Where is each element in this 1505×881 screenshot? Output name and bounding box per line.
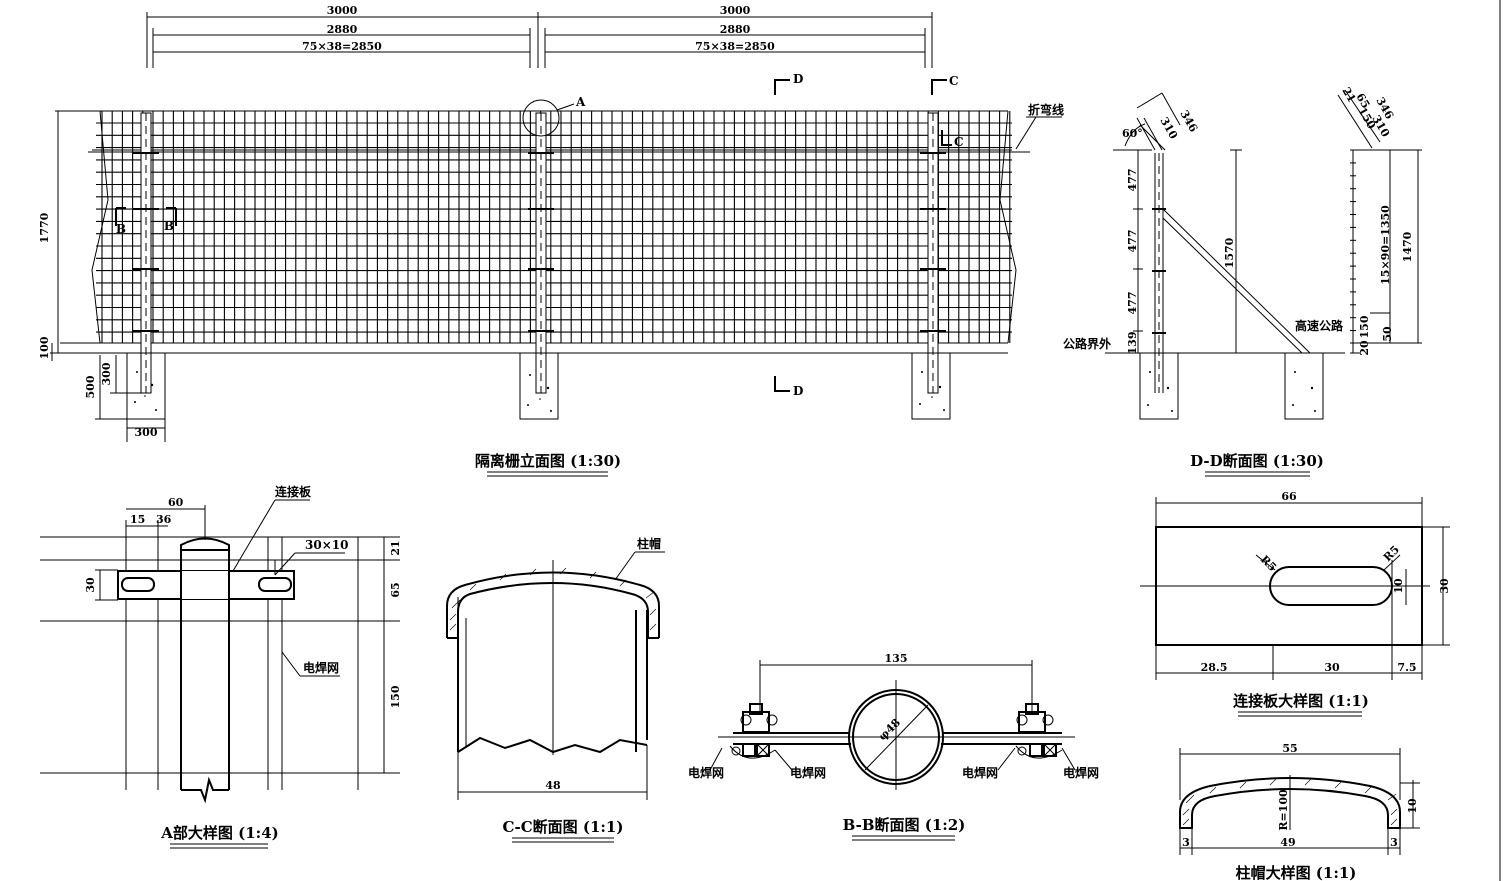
dd-section-view: 60° 346 310 477 477 477 139 1570 15×90=1…	[1063, 85, 1422, 477]
cc-section-title: C-C断面图 (1:1)	[503, 818, 624, 836]
dd-left-label: 公路界外	[1063, 336, 1111, 351]
elev-dim-300-width: 300	[135, 426, 158, 439]
dd-dim-477-3: 477	[1126, 292, 1139, 315]
section-mark-b-right: B	[164, 219, 174, 233]
cap-dim-3-right: 3	[1390, 836, 1398, 849]
plate-dim-66: 66	[1281, 490, 1297, 503]
dd-dim-1350: 15×90=1350	[1379, 205, 1392, 285]
plate-dim-7-5: 7.5	[1397, 661, 1416, 674]
elev-dim-100: 100	[38, 336, 51, 359]
bb-mesh-label-4: 电焊网	[1063, 765, 1099, 780]
bb-section-title: B-B断面图 (1:2)	[843, 816, 966, 834]
a-mesh-label: 电焊网	[303, 660, 339, 675]
cap-dim-55: 55	[1282, 742, 1297, 755]
elev-dim-300-depth: 300	[100, 362, 113, 385]
a-dim-65: 65	[389, 582, 402, 597]
dd-dim-139: 139	[1126, 332, 1139, 355]
cap-dim-10: 10	[1406, 798, 1419, 814]
section-mark-c-side: C	[954, 135, 964, 149]
dd-section-title: D-D断面图 (1:30)	[1190, 452, 1324, 470]
elev-dim-500: 500	[84, 375, 97, 398]
cap-dim-49: 49	[1280, 836, 1295, 849]
section-mark-d-bottom: D	[793, 384, 803, 398]
dd-dim-477-2: 477	[1126, 230, 1139, 253]
a-dim-60: 60	[168, 496, 184, 509]
section-mark-b-left: B	[116, 222, 126, 236]
bb-mesh-label-1: 电焊网	[688, 765, 724, 780]
elev-dim-3000-right: 3000	[720, 4, 751, 17]
detail-a-title: A部大样图 (1:4)	[160, 824, 278, 842]
dd-dim-477-1: 477	[1126, 169, 1139, 192]
cc-dim-48: 48	[545, 779, 561, 792]
plate-dim-30-height: 30	[1438, 578, 1451, 594]
bb-mesh-label-2: 电焊网	[790, 765, 826, 780]
detail-a-mark: A	[575, 95, 586, 109]
fence-posts	[140, 112, 939, 394]
elev-dim-2880-right: 2880	[720, 23, 751, 36]
concrete-foundations	[126, 352, 951, 420]
elev-dim-3000-left: 3000	[327, 4, 358, 17]
elevation-view: 3000 2880 75×38=2850 3000 2880 75×38=285…	[38, 4, 1064, 477]
a-dim-15: 15	[130, 513, 145, 526]
a-dim-36: 36	[156, 513, 172, 526]
cap-detail-view: 55 49 3 3 R=100 10 柱帽大样图 (1:1)	[1179, 742, 1420, 881]
dd-dim-1470: 1470	[1401, 231, 1414, 262]
elev-dim-2850-right: 75×38=2850	[695, 40, 775, 53]
dd-dim-50: 50	[1381, 326, 1394, 342]
dd-dim-150: 150	[1358, 315, 1371, 338]
plate-detail-view: 66 R5 R5 10 30 28.5 30 7.5 连接板大样图 (1:1)	[1140, 490, 1451, 717]
a-dim-30: 30	[84, 577, 97, 593]
cc-cap-label: 柱帽	[637, 536, 661, 551]
detail-a-view: 60 15 36 连接板 30×10 30 21 65 150 电焊网 A部大样…	[40, 484, 402, 849]
fold-line-label: 折弯线	[1028, 102, 1064, 117]
bb-section-view: 135 φ48 电焊网 电焊网 电焊网 电焊网 B-B断面图 (1:2)	[688, 652, 1099, 841]
cap-detail-title: 柱帽大样图 (1:1)	[1236, 864, 1357, 881]
plate-detail-title: 连接板大样图 (1:1)	[1233, 692, 1369, 710]
elevation-title: 隔离栅立面图 (1:30)	[475, 452, 621, 470]
elev-dim-1770: 1770	[38, 212, 51, 243]
dd-dim-20: 20	[1358, 340, 1371, 356]
cc-section-view: 柱帽 48 C-C断面图 (1:1)	[446, 536, 665, 843]
plate-dim-10: 10	[1392, 578, 1405, 594]
dd-angle: 60°	[1122, 127, 1143, 140]
plate-dim-30: 30	[1324, 661, 1340, 674]
a-plate-label: 连接板	[275, 484, 312, 499]
section-mark-d-top: D	[793, 72, 803, 86]
dd-right-label: 高速公路	[1295, 318, 1344, 333]
bb-dim-135: 135	[885, 652, 908, 665]
cap-radius: R=100	[1277, 789, 1290, 831]
dd-dim-1570: 1570	[1223, 237, 1236, 268]
bb-mesh-label-3: 电焊网	[962, 765, 998, 780]
cap-dim-3-left: 3	[1182, 836, 1190, 849]
a-slot-size: 30×10	[305, 538, 348, 552]
elev-dim-2850-left: 75×38=2850	[302, 40, 382, 53]
a-dim-21: 21	[389, 540, 402, 555]
section-mark-c-top: C	[949, 74, 959, 88]
a-dim-150: 150	[389, 685, 402, 708]
plate-dim-28-5: 28.5	[1201, 661, 1228, 674]
elev-dim-2880-left: 2880	[327, 23, 358, 36]
